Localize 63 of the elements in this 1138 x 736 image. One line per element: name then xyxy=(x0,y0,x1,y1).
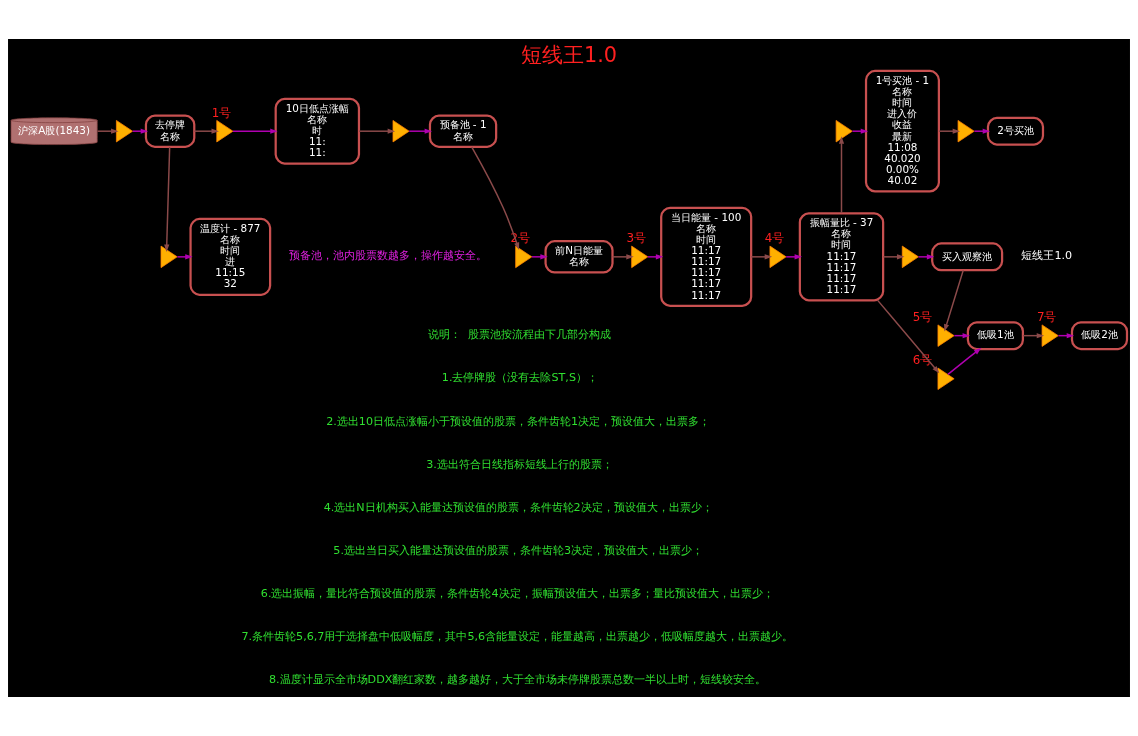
arrow xyxy=(132,128,149,134)
arrow xyxy=(531,254,548,260)
node-triangle xyxy=(216,120,234,143)
arrow xyxy=(917,254,935,260)
arrow xyxy=(193,128,219,134)
label: 1.去停牌股（没有去除ST,S）； xyxy=(441,371,598,385)
node-label: 4号 xyxy=(764,231,785,246)
node-box: 去停牌 名称 xyxy=(144,114,196,148)
label: 预备池，池内股票数越多，操作越安全。 xyxy=(289,249,488,263)
node-box: 振幅量比 - 37 名称 时间 11:17 11:17 11:17 11:17 xyxy=(798,212,885,302)
arrow xyxy=(938,128,961,134)
label: 短线王1.0 xyxy=(1021,249,1073,263)
node-box: 低吸2池 xyxy=(1070,321,1129,351)
node-triangle xyxy=(957,120,975,143)
label: 3.选出符合日线指标短线上行的股票； xyxy=(426,457,613,471)
label: 说明： 股票池按流程由下几部分构成 xyxy=(428,328,612,342)
arrow xyxy=(471,146,520,250)
node-triangle xyxy=(769,245,787,268)
node-triangle xyxy=(937,367,955,390)
label: 6.选出振幅，量比符合预设值的股票，条件齿轮4决定，振幅预设值大，出票多；量比预设值大，出票少； xyxy=(260,587,774,600)
node-label: 5号 xyxy=(912,310,933,325)
node-box: 温度计 - 877 名称 时间 进 11:15 32 xyxy=(189,217,272,296)
diagram-title: 短线王1.0 xyxy=(520,42,618,67)
node-triangle xyxy=(631,245,649,268)
arrow xyxy=(750,254,773,260)
arrow xyxy=(232,128,278,134)
node-triangle xyxy=(1041,324,1059,347)
arrow xyxy=(944,269,964,332)
arrow xyxy=(611,254,634,260)
label: 2.选出10日低点涨幅小于预设值的股票，条件齿轮1决定，预设值大，出票多； xyxy=(326,414,711,428)
node-label: 2号 xyxy=(510,231,531,246)
node-label: 7号 xyxy=(1036,310,1057,325)
node-triangle xyxy=(901,245,919,268)
arrow xyxy=(876,299,940,374)
node-box: 前N日能量 名称 xyxy=(544,240,614,274)
arrow xyxy=(785,254,803,260)
label: 4.选出N日机构买入能量达预设值的股票，条件齿轮2决定，预设值大，出票少； xyxy=(323,500,713,514)
arrow xyxy=(947,347,982,376)
arrow xyxy=(164,146,171,252)
node-label: 3号 xyxy=(626,231,647,246)
node-triangle xyxy=(392,120,410,143)
node-box: 预备池 - 1 名称 xyxy=(428,114,498,148)
arrow xyxy=(973,128,991,134)
label: 7.条件齿轮5,6,7用于选择盘中低吸幅度，其中5,6含能量设定，能量越高，出票越少，低吸幅度越大，出票越少。 xyxy=(241,630,794,644)
node-box: 10日低点涨幅 名称 时 11: 11: xyxy=(274,97,361,165)
node-label: 1号 xyxy=(211,105,232,120)
arrow xyxy=(176,254,193,260)
node-box: 1号买池 - 1 名称 时间 进入价 收益 最新 11:08 40.020 0.00% 40.02 xyxy=(864,69,940,193)
arrow xyxy=(96,128,119,134)
label: 8.温度计显示全市场DDX翻红家数，越多越好，大于全市场未停牌股票总数一半以上时，短线较安全。 xyxy=(269,673,767,687)
node-box: 2号买池 xyxy=(986,116,1045,146)
label: 5.选出当日买入能量达预设值的股票，条件齿轮3决定，预设值大，出票少； xyxy=(333,543,704,557)
arrow xyxy=(882,254,905,260)
node-box: 当日能量 - 100 名称 时间 11:17 11:17 11:17 11:17 11:17 xyxy=(660,206,753,308)
arrow xyxy=(408,128,433,134)
node-box: 买入观察池 xyxy=(931,242,1004,272)
arrow xyxy=(838,136,845,214)
node-box: 低吸1池 xyxy=(966,321,1025,351)
node-triangle xyxy=(515,245,533,268)
node-triangle xyxy=(116,120,133,143)
arrow xyxy=(647,254,664,260)
arrow xyxy=(358,128,396,134)
arrow xyxy=(851,128,869,134)
